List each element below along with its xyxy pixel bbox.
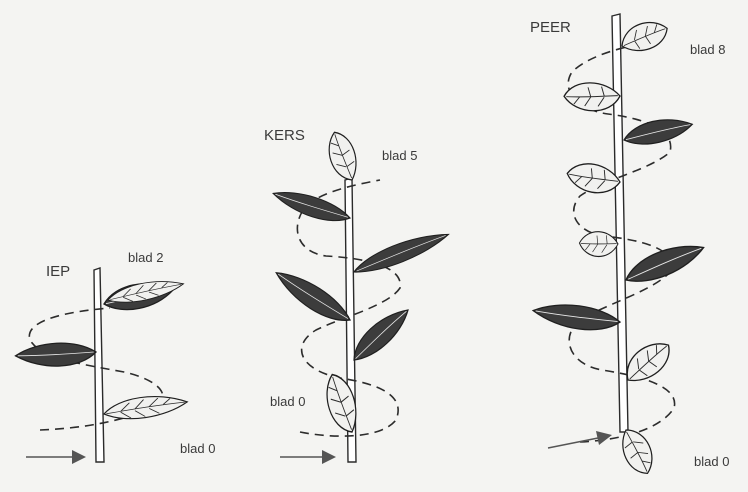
peer-arrowhead	[596, 431, 612, 445]
iep-bottom-leaf-label: blad 0	[180, 441, 215, 456]
plant-iep: IEP blad 2 blad 0	[16, 250, 216, 464]
peer-name: PEER	[530, 19, 571, 36]
iep-leaf-1	[16, 343, 97, 366]
peer-leaf-0	[618, 425, 656, 478]
iep-arrowhead	[72, 450, 86, 464]
peer-leaf-7	[562, 78, 621, 115]
kers-leaf-2	[271, 263, 355, 331]
kers-name: KERS	[264, 127, 305, 144]
iep-leaf-0	[103, 393, 189, 422]
peer-arrow	[548, 438, 598, 448]
kers-top-leaf-label: blad 5	[382, 148, 417, 163]
plant-peer: PEER blad 8 blad 0	[530, 14, 729, 478]
kers-leaf-5	[326, 129, 360, 183]
peer-leaf-6	[622, 115, 695, 149]
peer-leaf-4	[577, 227, 620, 261]
peer-leaf-8	[619, 19, 670, 53]
peer-leaf-3	[621, 237, 708, 288]
iep-top-leaf-label: blad 2	[128, 250, 163, 265]
kers-leaf-3	[350, 227, 452, 279]
iep-name: IEP	[46, 263, 70, 280]
peer-leaf-5	[564, 156, 623, 200]
peer-bottom-leaf-label: blad 0	[694, 454, 729, 469]
peer-stem	[612, 14, 628, 432]
kers-arrowhead	[322, 450, 336, 464]
kers-leaf-1	[345, 303, 415, 367]
iep-stem	[94, 268, 104, 462]
plant-kers: KERS blad 5 blad 0	[264, 127, 452, 464]
peer-leaf-2	[531, 298, 621, 336]
kers-bottom-leaf-label: blad 0	[270, 394, 305, 409]
peer-top-leaf-label: blad 8	[690, 42, 725, 57]
kers-leaf-4	[270, 183, 352, 229]
